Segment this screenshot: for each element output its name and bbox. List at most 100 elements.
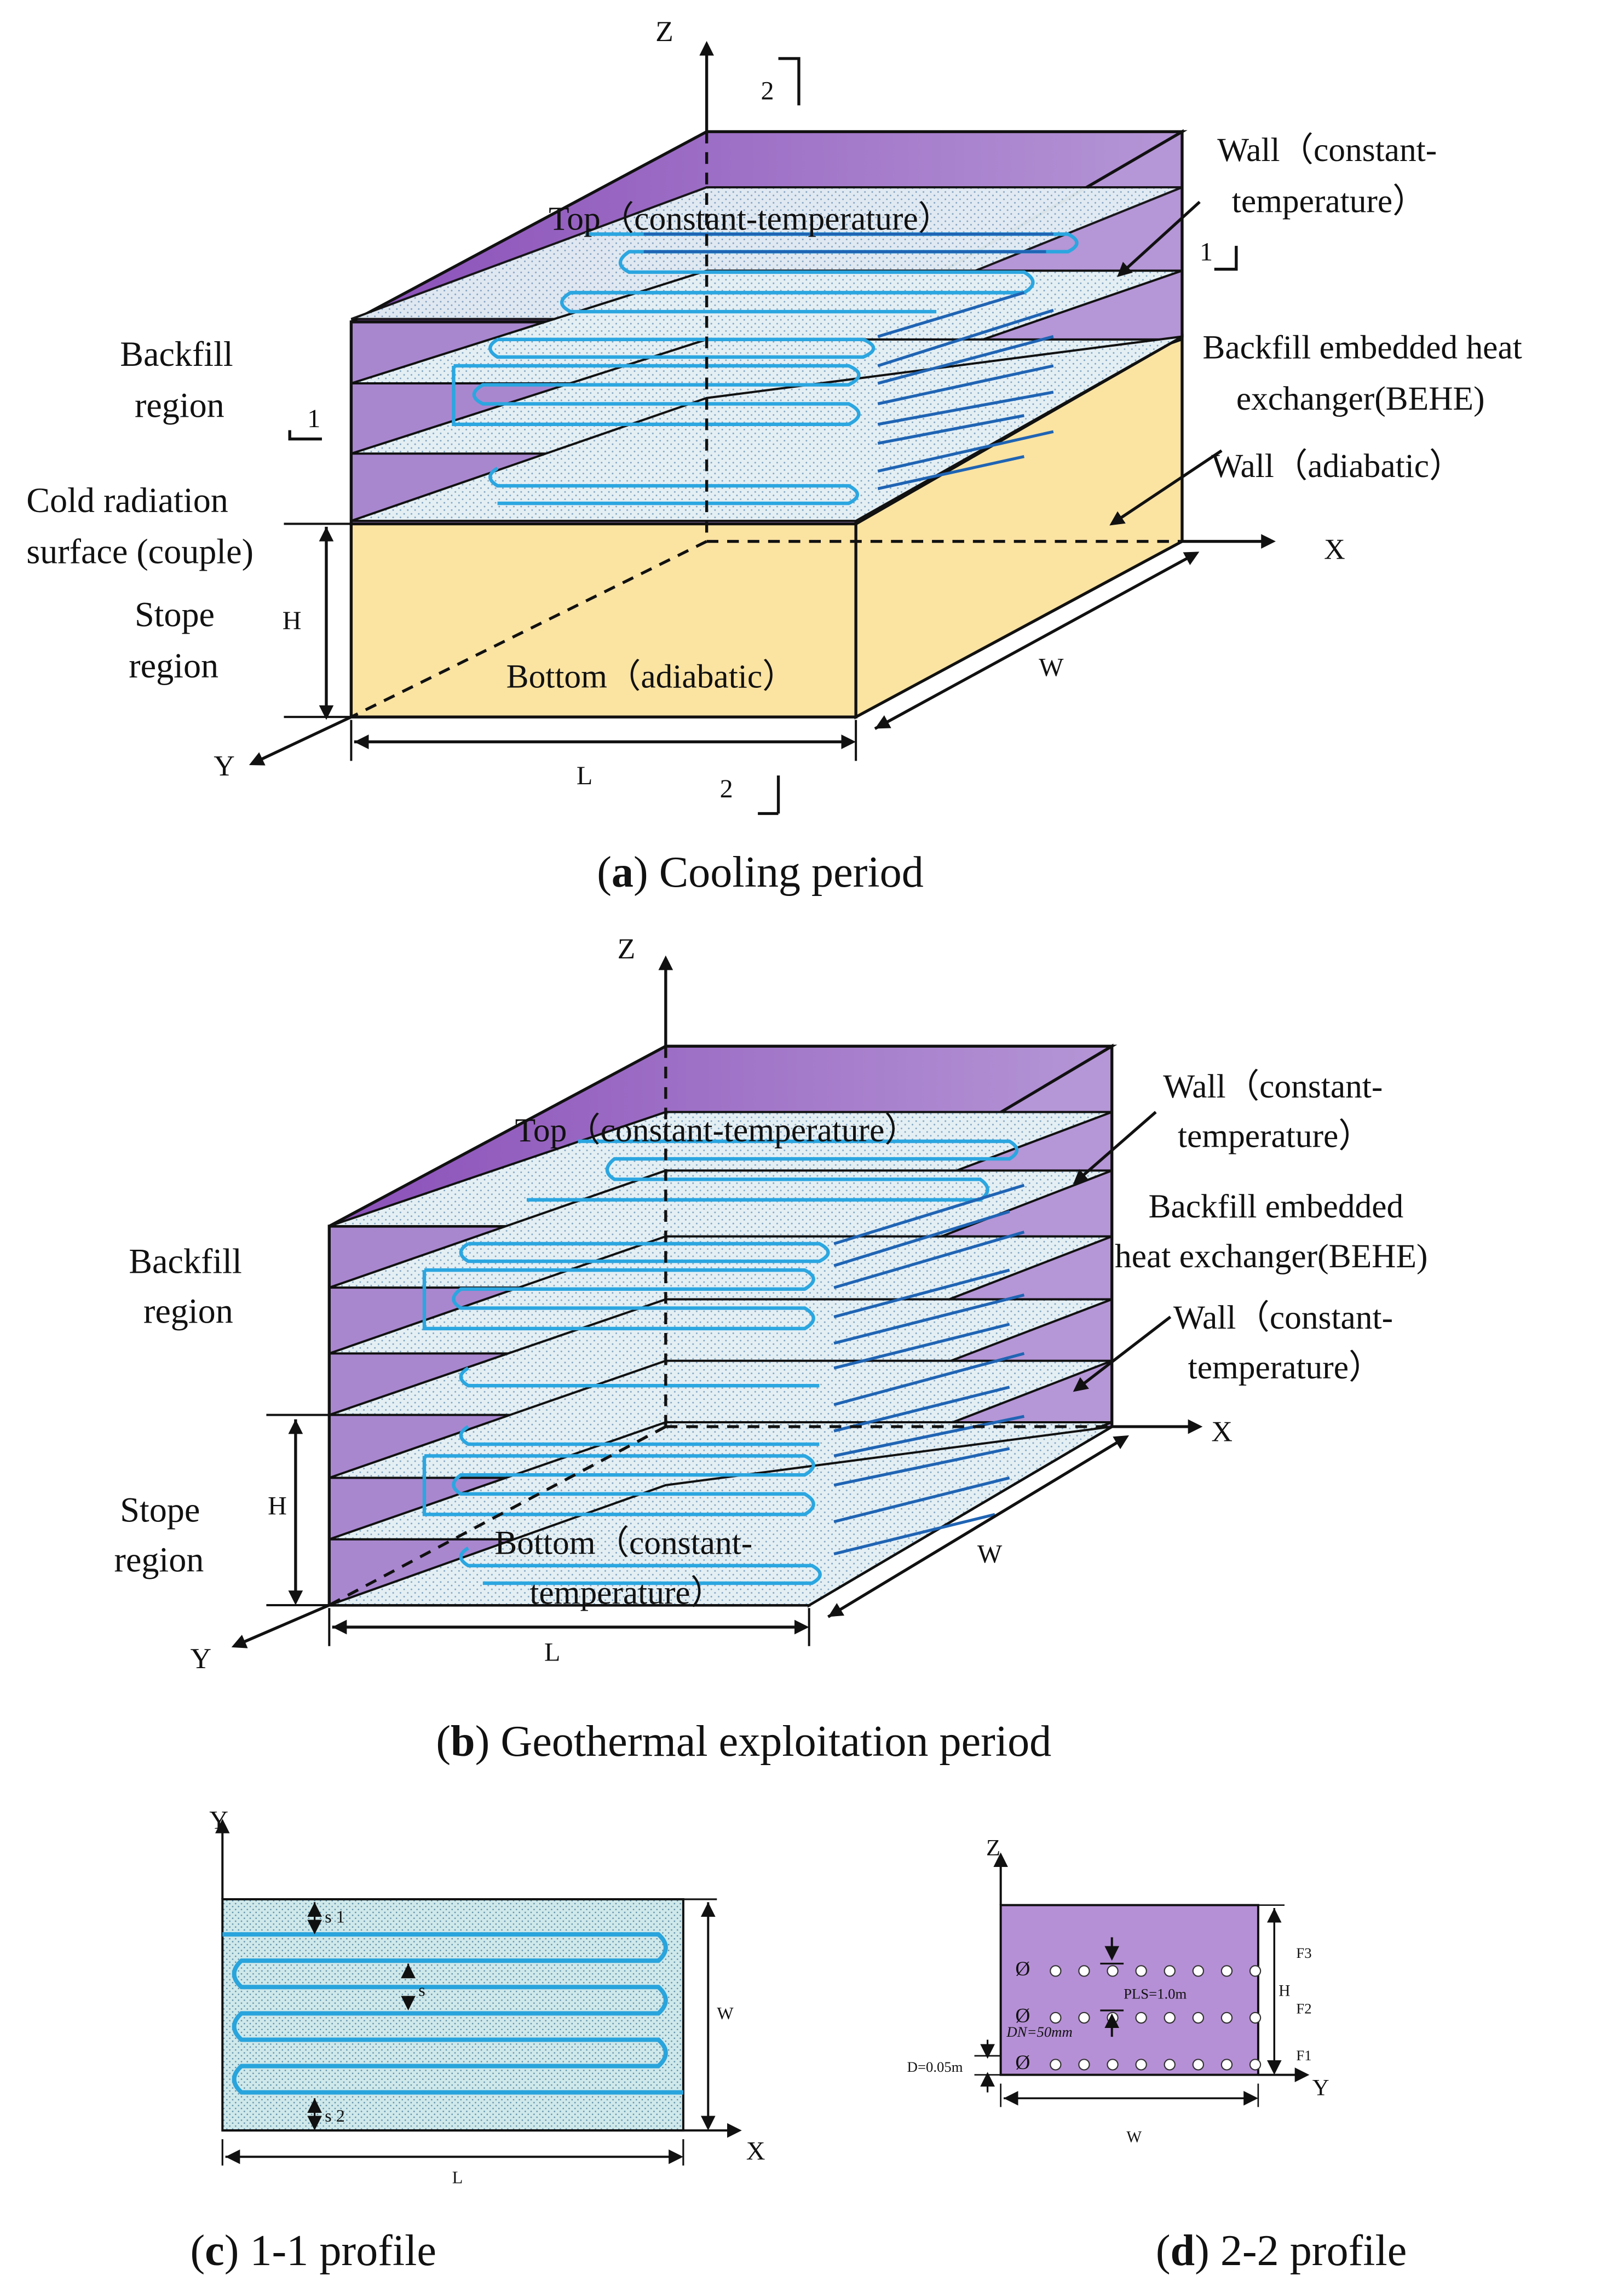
axis-x-label-c: X — [746, 2137, 765, 2166]
dim-l-label-a: L — [577, 761, 592, 790]
bottom-label-b-1: Bottom（constant- — [494, 1524, 752, 1561]
pipe-section-circle — [1249, 2012, 1262, 2024]
pipe-section-circle — [1249, 2059, 1262, 2071]
panel-a-cooling: Z X Y H L W 2 2 1 1 Top（constant-tempera… — [26, 15, 1522, 897]
hidden-edge-y — [350, 540, 707, 719]
backfill-label-b-2: region — [143, 1291, 233, 1330]
f1-label: F1 — [1296, 2047, 1311, 2064]
caption-c: (c) 1-1 profile — [190, 2227, 436, 2275]
f3-label: F3 — [1296, 1945, 1311, 1961]
wall-const-label-a-1: Wall（constant- — [1217, 131, 1437, 169]
axis-z-label-b: Z — [618, 932, 636, 965]
pipe-section-circle — [1164, 2059, 1176, 2071]
behe-label-a-2: exchanger(BEHE) — [1236, 380, 1485, 417]
dim-w-label-c: W — [717, 2003, 734, 2023]
pipe-section-circle — [1050, 1965, 1062, 1977]
dn-label: DN=50mm — [1006, 2024, 1072, 2040]
pipe-section-circle — [1078, 1965, 1090, 1977]
behe-label-b-1: Backfill embedded — [1149, 1188, 1404, 1225]
caption-a: (a) Cooling period — [597, 848, 924, 897]
axis-y-label-b: Y — [190, 1642, 211, 1675]
stope-label-a-2: region — [129, 646, 218, 685]
pipe-section-circle — [1078, 2012, 1090, 2024]
bottom-label-a: Bottom（adiabatic） — [506, 658, 796, 696]
pipe-section-circle — [1220, 2059, 1233, 2071]
pipe-section-circle — [1220, 1965, 1233, 1977]
section-2-top: 2 — [761, 77, 774, 106]
backfill-label-a-2: region — [135, 386, 224, 424]
pipes-a — [452, 232, 1079, 505]
s-label: s — [418, 1980, 425, 1999]
caption-b: (b) Geothermal exploitation period — [436, 1717, 1051, 1766]
axis-y-label-a: Y — [214, 749, 235, 782]
dim-l-label-b: L — [544, 1637, 560, 1667]
backfill-label-b-1: Backfill — [129, 1242, 242, 1280]
diameter-symbol-2: Ø — [1015, 2004, 1030, 2027]
pipe-section-circle — [1107, 2059, 1119, 2071]
dim-w-label-a: W — [1039, 653, 1064, 682]
axis-y-b — [231, 1604, 330, 1648]
pipe-section-circle — [1078, 2059, 1090, 2071]
f2-label: F2 — [1296, 2000, 1311, 2016]
axis-y-label-c: Y — [209, 1806, 228, 1835]
dim-w-line-a — [874, 551, 1200, 730]
dim-w-label-d: W — [1126, 2128, 1142, 2146]
pipe-section-circle — [1135, 2059, 1147, 2071]
behe-label-a-1: Backfill embedded heat — [1202, 329, 1522, 366]
diameter-symbol-3: Ø — [1015, 2052, 1030, 2074]
axis-z-label-d: Z — [986, 1835, 1000, 1861]
pipe-section-circle — [1050, 2012, 1062, 2024]
backfill-label-a-1: Backfill — [120, 335, 233, 373]
pls-label: PLS=1.0m — [1124, 1986, 1187, 2002]
caption-d: (d) 2-2 profile — [1156, 2227, 1407, 2275]
s1-label: s 1 — [325, 1907, 345, 1927]
pipe-section-circle — [1164, 1965, 1176, 1977]
panel-b-geothermal: Z X Y H L W Top（constant-temperature） Wa… — [114, 932, 1428, 1766]
section-1-right: 1 — [1200, 238, 1213, 267]
pipe-section-circle — [1164, 2012, 1176, 2024]
cold-label-a-2: surface (couple) — [26, 532, 254, 571]
axis-y-label-d: Y — [1312, 2075, 1329, 2101]
panel-c-profile-1-1: Y X W L s 1 s s 2 (c) 1-1 profile — [190, 1806, 765, 2275]
wall-const-label-a-2: temperature） — [1232, 182, 1426, 220]
wall-bot-label-b-2: temperature） — [1188, 1349, 1383, 1386]
dim-l-label-c: L — [452, 2167, 463, 2187]
pipe-section-circle — [1050, 2059, 1062, 2071]
pipe-section-circle — [1107, 1965, 1119, 1977]
axis-x-label-a: X — [1324, 533, 1345, 566]
wall-top-label-b-1: Wall（constant- — [1163, 1068, 1383, 1105]
top-label-a: Top（constant-temperature） — [549, 200, 952, 237]
pipe-section-circle — [1192, 2012, 1205, 2024]
pipe-section-circle — [1192, 2059, 1205, 2071]
axis-x-label-b: X — [1211, 1415, 1233, 1448]
axis-y-a — [249, 715, 352, 766]
panel-d-profile-2-2: Z Y Ø Ø Ø PLS=1.0m DN=50mm D=0.05m H F3 … — [907, 1835, 1407, 2275]
bottom-label-b-2: temperature） — [529, 1574, 724, 1611]
section-1-left: 1 — [307, 404, 320, 433]
section-2-bottom: 2 — [720, 774, 733, 803]
pipe-section-circle — [1192, 1965, 1205, 1977]
d-label: D=0.05m — [907, 2059, 963, 2075]
stope-label-b-1: Stope — [120, 1491, 200, 1530]
stope-label-b-2: region — [114, 1540, 204, 1579]
behe-label-b-2: heat exchanger(BEHE) — [1115, 1238, 1427, 1275]
s2-label: s 2 — [325, 2106, 345, 2125]
dim-h-label-b: H — [268, 1491, 287, 1520]
axis-z-label-a: Z — [655, 15, 673, 48]
stope-label-a-1: Stope — [135, 595, 215, 634]
pipe-section-circle — [1135, 1965, 1147, 1977]
wall-top-label-b-2: temperature） — [1178, 1118, 1372, 1155]
pipe-section-circle — [1220, 2012, 1233, 2024]
profile-d-area — [999, 1904, 1259, 2076]
dim-w-label-b: W — [977, 1539, 1003, 1568]
pipe-section-circle — [1249, 1965, 1262, 1977]
wall-bot-label-b-1: Wall（constant- — [1173, 1299, 1393, 1336]
dim-h-label-d: H — [1279, 1982, 1290, 1999]
diameter-symbol-1: Ø — [1015, 1958, 1030, 1980]
profile-c-pipe — [222, 1932, 683, 2095]
wall-adiabatic-label-a: Wall（adiabatic） — [1211, 447, 1462, 485]
cold-label-a-1: Cold radiation — [26, 481, 228, 520]
top-label-b: Top（constant-temperature） — [515, 1112, 918, 1149]
dim-h-label-a: H — [283, 606, 302, 635]
